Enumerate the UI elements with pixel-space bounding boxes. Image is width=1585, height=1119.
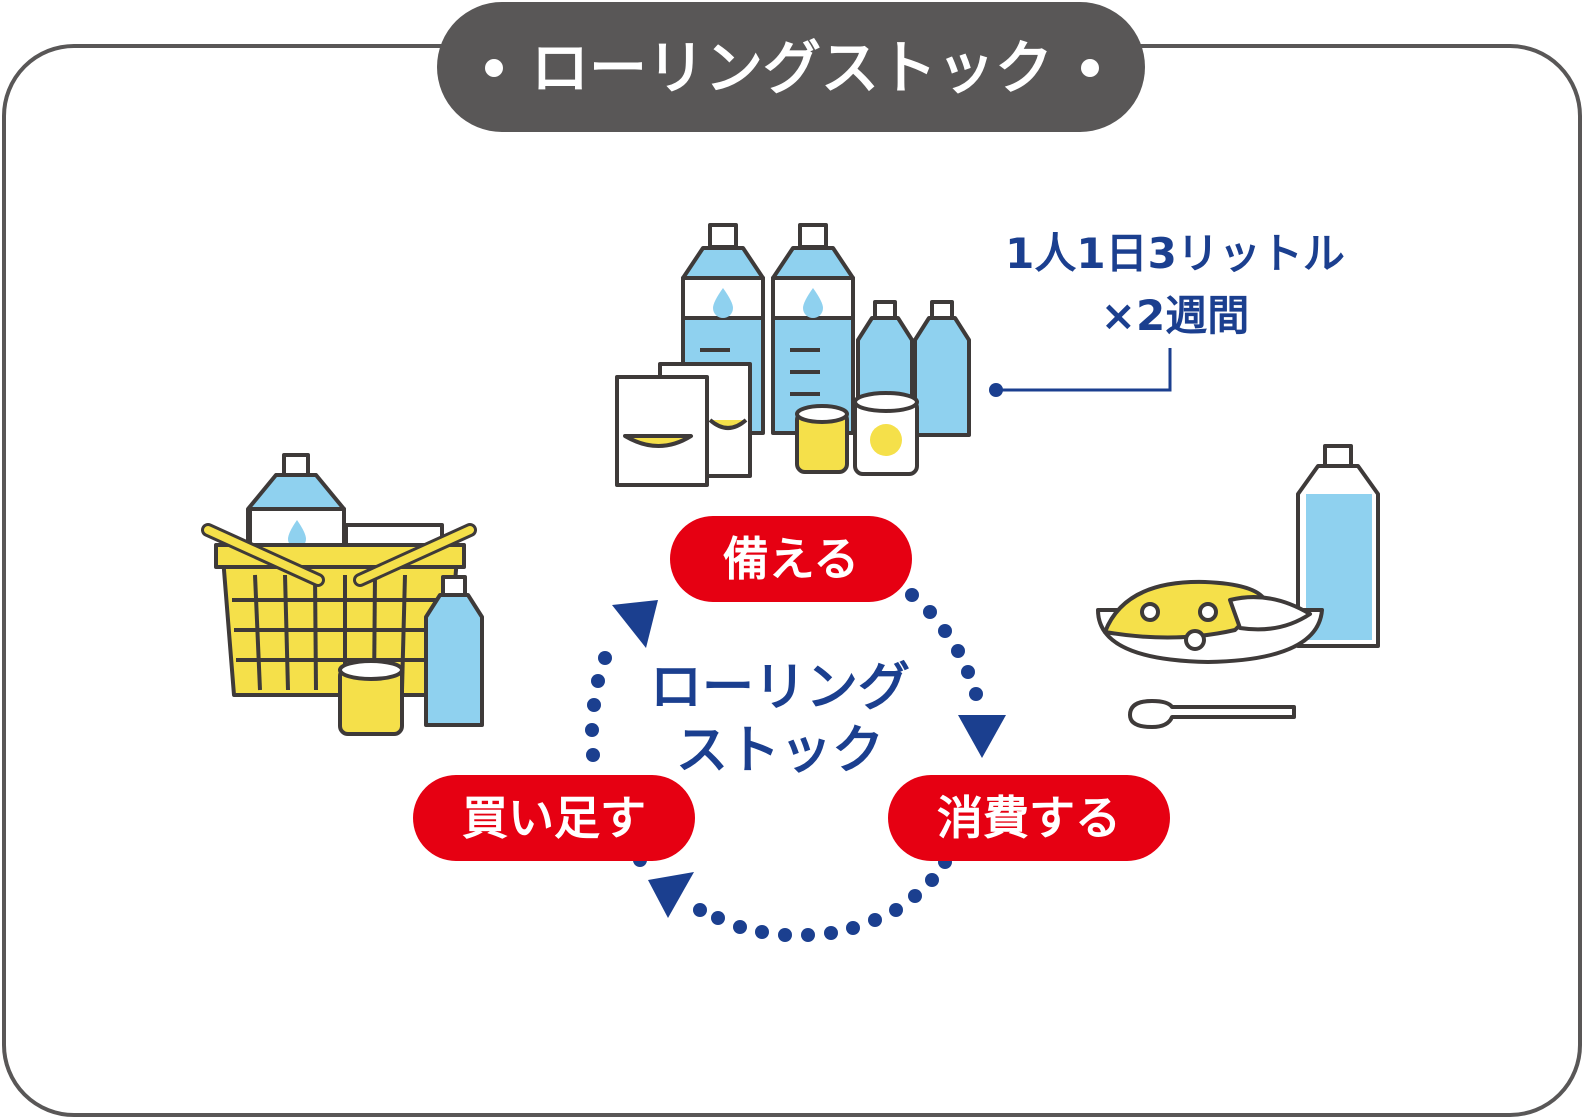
cycle-arrows	[612, 600, 1006, 918]
curry-plate-icon	[1096, 579, 1324, 729]
stockpile-icon	[615, 223, 971, 487]
step-restock-label: 買い足す	[462, 791, 646, 845]
step-consume-label: 消費する	[937, 791, 1121, 845]
center-label-line-2: ストック	[676, 721, 884, 781]
note-line-1: 1人1日3リットル	[1005, 229, 1345, 278]
step-restock: 買い足す	[413, 775, 695, 861]
step-prepare: 備える	[670, 516, 912, 602]
arrow-down-right	[958, 715, 1006, 758]
title-text: ローリングストック	[531, 34, 1053, 102]
center-label-line-1: ローリング	[650, 658, 910, 718]
cycle-dots	[585, 588, 983, 942]
note-leader	[989, 348, 1172, 397]
step-prepare-label: 備える	[723, 532, 860, 586]
arrow-left-down	[648, 872, 694, 918]
arrow-up-left	[612, 600, 658, 648]
title-badge: ローリングストック	[437, 2, 1145, 132]
note-line-2: ×2週間	[1101, 291, 1249, 340]
step-consume: 消費する	[888, 775, 1170, 861]
water-bottle-icon	[1296, 444, 1380, 648]
shopping-basket-icon	[201, 453, 484, 736]
